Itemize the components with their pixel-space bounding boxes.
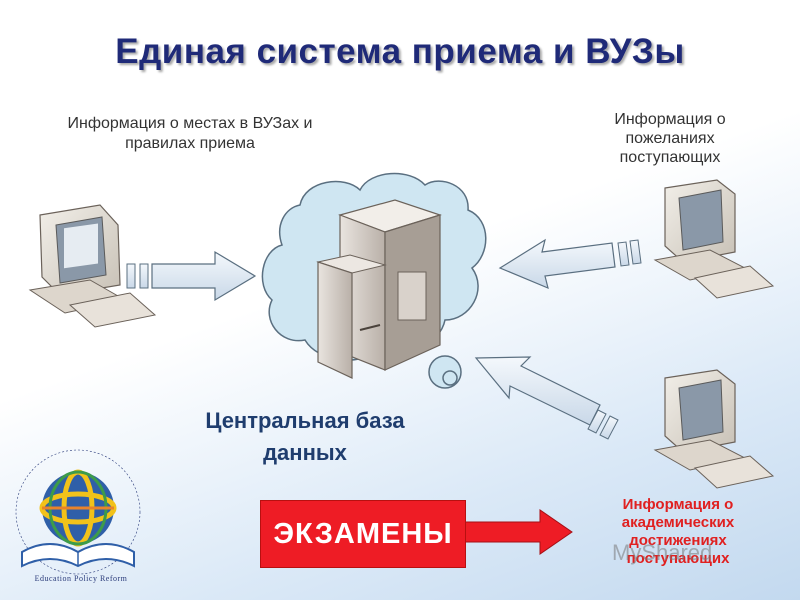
globe-book-logo-icon (15, 449, 141, 575)
central-db-line-2: данных (263, 440, 347, 465)
computer-icon-left (28, 204, 157, 328)
academic-info-line-4: поступающих (626, 550, 730, 567)
arrow-right-top-to-db (498, 238, 642, 290)
info-places-line-1: Информация о местах в ВУЗах и (67, 115, 313, 132)
academic-info-text: Информация о академических достижениях п… (578, 496, 778, 568)
academic-info-line-1: Информация о (622, 496, 734, 513)
watermark-text: MyShared (612, 540, 713, 565)
info-places-text: Информация о местах в ВУЗах и правилах п… (30, 114, 350, 154)
arrow-right-bottom-to-db (474, 356, 619, 440)
computer-icon-right-top (653, 179, 775, 299)
logo-caption: Education Policy Reform (34, 574, 128, 583)
arrow-exams-to-results (464, 509, 573, 555)
central-db-label: Центральная база данных (170, 405, 440, 469)
info-wishes-line-3: поступающих (619, 149, 721, 166)
info-places-line-2: правилах приема (125, 135, 255, 152)
exams-box: ЭКЗАМЕНЫ (260, 500, 466, 568)
info-wishes-line-2: пожеланиях (625, 130, 715, 147)
arrow-left-to-db (126, 250, 257, 302)
central-db-line-1: Центральная база (205, 408, 405, 433)
info-wishes-text: Информация о пожеланиях поступающих (590, 110, 750, 167)
info-wishes-line-1: Информация о (614, 111, 726, 128)
academic-info-line-2: академических (621, 514, 735, 531)
exams-label: ЭКЗАМЕНЫ (273, 517, 453, 550)
computer-icon-right-bottom (653, 369, 775, 489)
server-icon (316, 199, 442, 379)
slide-title: Единая система приема и ВУЗы (115, 32, 685, 71)
academic-info-line-3: достижениях (629, 532, 727, 549)
